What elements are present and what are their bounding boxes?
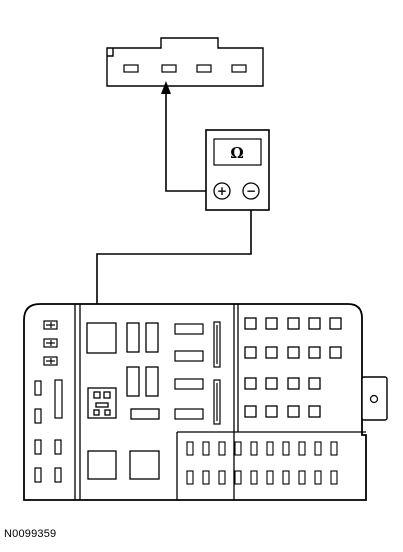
positive-terminal-symbol: + — [217, 184, 227, 198]
cavity — [287, 346, 300, 359]
fuse — [34, 408, 42, 424]
mini-fuse — [174, 408, 204, 420]
cavity — [244, 346, 257, 359]
mini-fuse — [174, 378, 204, 390]
relay-pin — [93, 391, 101, 399]
negative-terminal-symbol: − — [246, 184, 256, 198]
cavity — [244, 405, 257, 418]
fuse — [34, 467, 42, 483]
fuse — [234, 470, 242, 485]
fuse — [218, 470, 226, 485]
fuse — [250, 470, 258, 485]
mounting-hole — [369, 394, 379, 404]
connector-terminals — [123, 64, 247, 73]
fuse — [314, 441, 322, 456]
relay-group — [86, 322, 160, 480]
fuse — [282, 470, 290, 485]
fuse — [186, 441, 194, 456]
connector-terminal — [196, 64, 212, 73]
ohmmeter-display — [213, 138, 262, 166]
ohm-symbol: Ω — [230, 144, 243, 162]
fuse — [266, 470, 274, 485]
positive-lead-wire — [165, 93, 222, 192]
cavity — [265, 377, 278, 390]
ohmmeter: Ω + − — [205, 129, 270, 211]
diode-group — [43, 320, 58, 366]
fuse — [54, 467, 62, 483]
positive-lead-probe-arrow — [161, 81, 171, 94]
fuse — [266, 441, 274, 456]
cavity — [287, 317, 300, 330]
relay-pin — [103, 391, 111, 399]
junction-box — [23, 303, 388, 501]
connector-terminal — [231, 64, 247, 73]
connector-latch — [107, 48, 114, 57]
connector-terminal — [161, 64, 177, 73]
bar-fuse-group — [213, 321, 221, 425]
fuse — [298, 441, 306, 456]
fuse — [202, 470, 210, 485]
relay-pin — [104, 409, 111, 416]
left-fuse-group — [34, 379, 63, 483]
lower-fuse-bank — [186, 441, 338, 485]
mini-fuse-group — [174, 323, 204, 420]
cavity — [308, 346, 321, 359]
relay-pin — [95, 402, 109, 408]
fuse — [314, 470, 322, 485]
mini-fuse — [174, 323, 204, 335]
housing-dividers — [74, 304, 366, 500]
fuse — [282, 441, 290, 456]
relay — [87, 450, 117, 480]
relay-slot — [145, 322, 159, 353]
connector-terminal — [123, 64, 139, 73]
relay-slot — [126, 366, 140, 397]
fuse — [186, 470, 194, 485]
fuse — [202, 441, 210, 456]
relay — [86, 322, 117, 354]
cavity — [244, 317, 257, 330]
fuse — [298, 470, 306, 485]
fuse — [34, 439, 42, 455]
cavity — [308, 377, 321, 390]
relay-slot — [145, 366, 159, 397]
cavity — [308, 317, 321, 330]
cavity — [329, 317, 342, 330]
fuse — [330, 441, 338, 456]
harness-connector — [106, 37, 264, 87]
relay-pin — [93, 409, 100, 416]
cavity — [287, 405, 300, 418]
fuse — [250, 441, 258, 456]
positive-terminal — [213, 182, 231, 200]
fuse — [34, 380, 42, 396]
cavity — [308, 405, 321, 418]
fuse — [218, 441, 226, 456]
mini-fuse — [174, 350, 204, 362]
relay — [129, 450, 160, 480]
square-cavity-grid — [244, 317, 342, 418]
cavity — [244, 377, 257, 390]
figure-id: N0099359 — [4, 528, 57, 540]
connector-body — [106, 37, 264, 87]
cavity — [265, 405, 278, 418]
fuse — [54, 439, 62, 455]
negative-terminal — [242, 182, 260, 200]
relay-slot — [130, 408, 160, 420]
fuse — [234, 441, 242, 456]
cavity — [265, 317, 278, 330]
long-fuse — [54, 379, 63, 419]
fuse — [330, 470, 338, 485]
test-relay-cavity — [87, 387, 117, 419]
cavity — [287, 377, 300, 390]
cavity — [329, 346, 342, 359]
cavity — [265, 346, 278, 359]
relay-slot — [126, 322, 140, 353]
